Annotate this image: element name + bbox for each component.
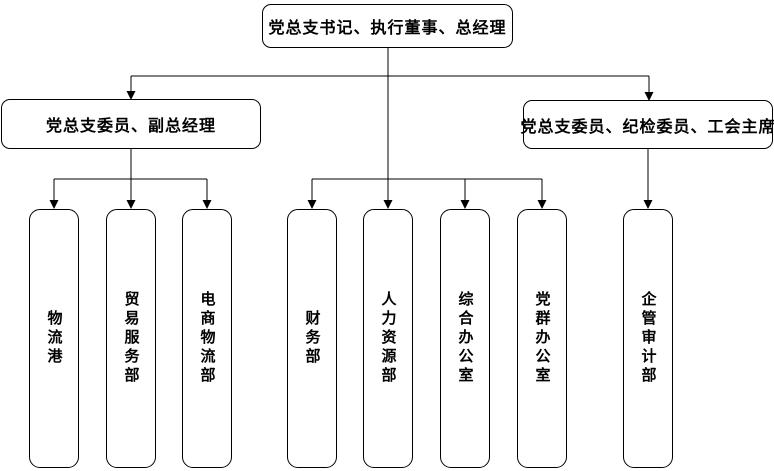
node-deputy-general-manager-label: 党总支委员、副总经理 [45,118,216,135]
node-dept-logistics-port: 物流港 [29,209,79,468]
node-dept-human-resources: 人力资源部 [363,209,413,468]
dept-label: 综合办公室 [456,291,474,386]
arrowhead-down [643,200,653,209]
node-dept-trade-service: 贸易服务部 [106,209,156,468]
node-union-chairman-label: 党总支委员、纪检委员、工会主席 [520,118,774,136]
node-dept-ecommerce-logistics: 电商物流部 [182,209,232,468]
arrowhead-down [460,200,470,209]
arrowhead-down [307,200,317,209]
node-deputy-general-manager: 党总支委员、副总经理 [1,99,261,149]
dept-label: 党群办公室 [533,291,551,386]
arrowhead-down [49,200,59,209]
node-root: 党总支书记、执行董事、总经理 [262,4,513,48]
dept-label: 人力资源部 [379,291,397,386]
dept-label: 物流港 [45,310,63,367]
arrowhead-down [126,200,136,209]
node-dept-party-masses-office: 党群办公室 [517,209,567,468]
arrowhead-down [537,200,547,209]
node-union-chairman: 党总支委员、纪检委员、工会主席 [520,100,774,149]
dept-label: 电商物流部 [198,291,216,386]
dept-label: 财务部 [303,310,321,367]
arrowhead-down [126,91,136,100]
arrowhead-down [202,200,212,209]
arrowhead-down [383,200,393,209]
dept-label: 贸易服务部 [122,291,140,386]
node-root-label: 党总支书记、执行董事、总经理 [268,20,507,37]
node-dept-enterprise-audit: 企管审计部 [623,209,673,468]
node-dept-finance: 财务部 [287,209,337,468]
dept-label: 企管审计部 [639,291,657,386]
arrowhead-down [644,92,654,101]
node-dept-general-office: 综合办公室 [440,209,490,468]
